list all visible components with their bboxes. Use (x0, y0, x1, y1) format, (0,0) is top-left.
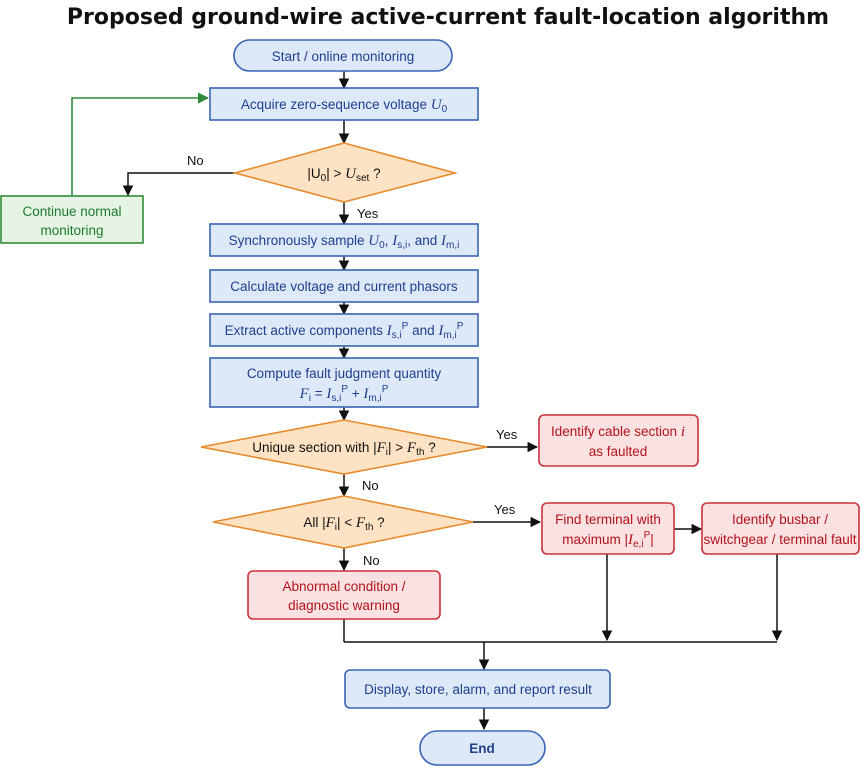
page-title: Proposed ground-wire active-current faul… (67, 5, 829, 30)
edge-label-all-yes: Yes (494, 502, 516, 517)
extract-box (209, 313, 479, 347)
unique-decision (200, 419, 488, 475)
busbar-line1: Identify busbar / (732, 512, 828, 527)
continue-monitoring-box (0, 195, 144, 244)
compute-box (209, 357, 479, 408)
edge-label-unique-yes: Yes (496, 427, 518, 442)
compare-label: |U0| > Uset ? (307, 166, 380, 184)
sample-box (209, 223, 479, 257)
busbar-fault-box (701, 502, 860, 555)
find-line2: maximum |Ie,iP| (562, 530, 654, 550)
find-terminal-box (541, 502, 675, 555)
abnormal-line1: Abnormal condition / (282, 579, 405, 594)
acquire-label: Acquire zero-sequence voltage U0 (241, 97, 448, 115)
busbar-line2: switchgear / terminal fault (703, 532, 856, 547)
sample-label: Synchronously sample U0, Is,i, and Im,i (229, 233, 460, 251)
start-node (233, 39, 453, 72)
unique-label: Unique section with |Fi| > Fth ? (252, 440, 435, 458)
compute-formula: Fi = Is,iP + Im,iP (299, 384, 389, 404)
display-label: Display, store, alarm, and report result (364, 682, 592, 697)
all-decision (212, 495, 474, 549)
continue-line2: monitoring (40, 223, 103, 238)
extract-label: Extract active components Is,iP and Im,i… (225, 321, 464, 341)
all-label: All |Fi| < Fth ? (303, 515, 384, 533)
identify-cable-line2: as faulted (589, 444, 648, 459)
end-node (419, 730, 546, 766)
identify-cable-box (538, 414, 699, 467)
calc-box (209, 269, 479, 303)
start-label: Start / online monitoring (272, 49, 415, 64)
find-line1: Find terminal with (555, 512, 661, 527)
calc-label: Calculate voltage and current phasors (230, 279, 458, 294)
compute-line1: Compute fault judgment quantity (247, 366, 442, 381)
identify-cable-line1: Identify cable section i (551, 424, 685, 440)
compare-decision (231, 142, 459, 203)
arrow-compare-no (122, 172, 235, 197)
abnormal-box (247, 570, 441, 620)
display-box (344, 669, 611, 709)
edge-label-compare-yes: Yes (357, 206, 379, 221)
arrow-loop-back (71, 92, 210, 196)
edge-label-all-no: No (363, 553, 380, 568)
continue-line1: Continue normal (22, 204, 121, 219)
abnormal-line2: diagnostic warning (288, 598, 400, 613)
acquire-box (209, 87, 479, 121)
connectors (122, 71, 783, 731)
edge-label-unique-no: No (362, 478, 379, 493)
edge-label-compare-no: No (187, 153, 204, 168)
end-label: End (469, 741, 495, 756)
